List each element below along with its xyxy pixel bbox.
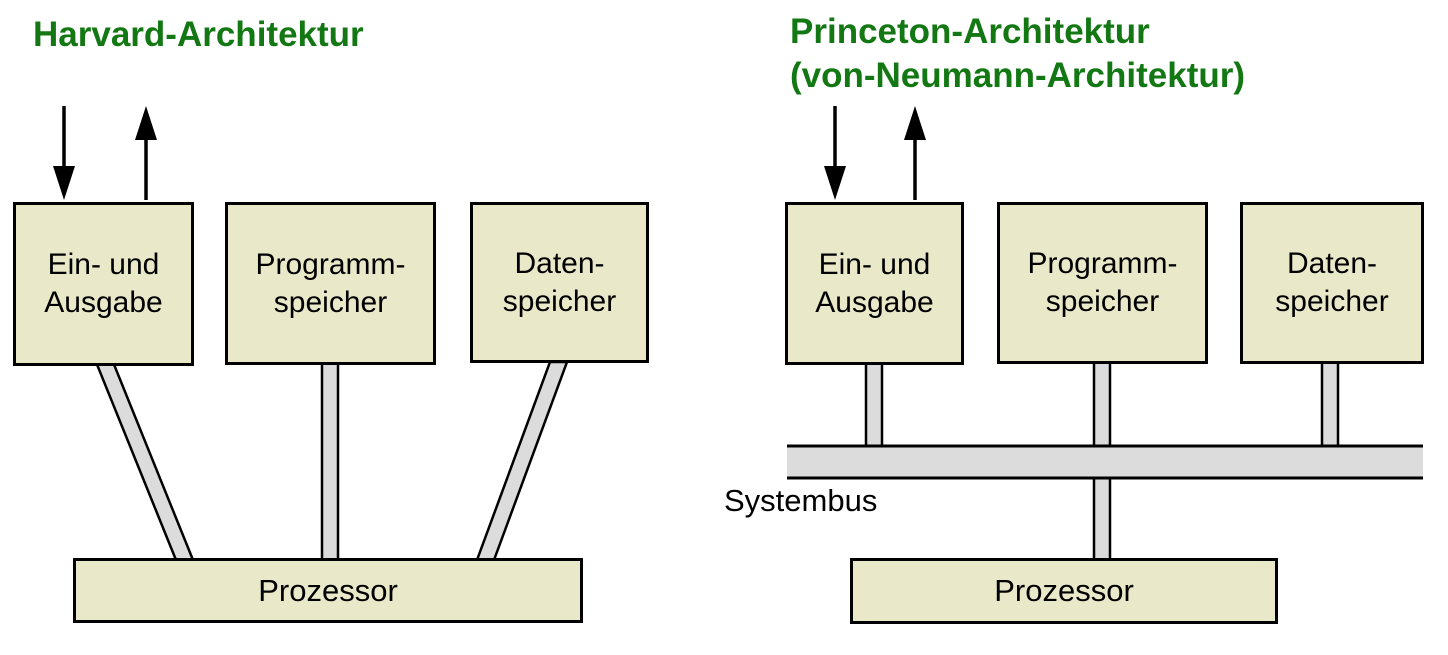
harvard-bus-io-processor bbox=[94, 360, 195, 562]
box-label-line: speicher bbox=[502, 284, 617, 318]
systembus-label: Systembus bbox=[724, 483, 878, 518]
harvard-processor-box: Prozessor bbox=[73, 558, 583, 623]
princeton-output-up-arrow-icon bbox=[904, 106, 926, 200]
box-label-line: Ein- und bbox=[818, 247, 931, 281]
box-label-line: Ein- und bbox=[47, 248, 160, 281]
princeton-processor-box: Prozessor bbox=[850, 558, 1278, 624]
box-label-line: speicher bbox=[273, 285, 388, 319]
princeton-input-down-arrow-icon bbox=[824, 106, 846, 200]
box-label-line: Programm- bbox=[255, 247, 406, 281]
princeton-box-datenspeicher: Daten- speicher bbox=[1240, 202, 1424, 364]
harvard-input-down-arrow-icon bbox=[53, 106, 75, 200]
box-label-line: speicher bbox=[1275, 285, 1389, 318]
processor-label: Prozessor bbox=[994, 573, 1134, 608]
princeton-box-ein-und-ausgabe: Ein- und Ausgabe bbox=[785, 202, 964, 365]
harvard-bus-program-processor bbox=[320, 360, 340, 564]
box-label-line: Programm- bbox=[1027, 247, 1178, 280]
box-label-line: Ausgabe bbox=[44, 286, 163, 319]
princeton-title-line1: Princeton-Architektur bbox=[790, 12, 1150, 51]
princeton-box-programmspeicher: Programm- speicher bbox=[997, 202, 1208, 364]
harvard-output-up-arrow-icon bbox=[135, 106, 157, 200]
box-label-line: Daten- bbox=[1286, 247, 1378, 280]
processor-label: Prozessor bbox=[258, 572, 398, 608]
box-label-line: Daten- bbox=[514, 246, 605, 280]
systembus-bar bbox=[787, 446, 1423, 478]
harvard-bus-data-processor bbox=[475, 360, 569, 562]
box-label-line: Ausgabe bbox=[815, 285, 934, 319]
harvard-box-programmspeicher: Programm- speicher bbox=[225, 202, 436, 365]
box-label-line: speicher bbox=[1045, 285, 1160, 318]
harvard-box-ein-und-ausgabe: Ein- und Ausgabe bbox=[13, 202, 194, 366]
harvard-title: Harvard-Architektur bbox=[33, 15, 364, 54]
princeton-title: Princeton-Architektur (von-Neumann-Archi… bbox=[790, 10, 1245, 98]
harvard-box-datenspeicher: Daten- speicher bbox=[470, 202, 649, 363]
princeton-title-line2: (von-Neumann-Architektur) bbox=[790, 56, 1246, 95]
